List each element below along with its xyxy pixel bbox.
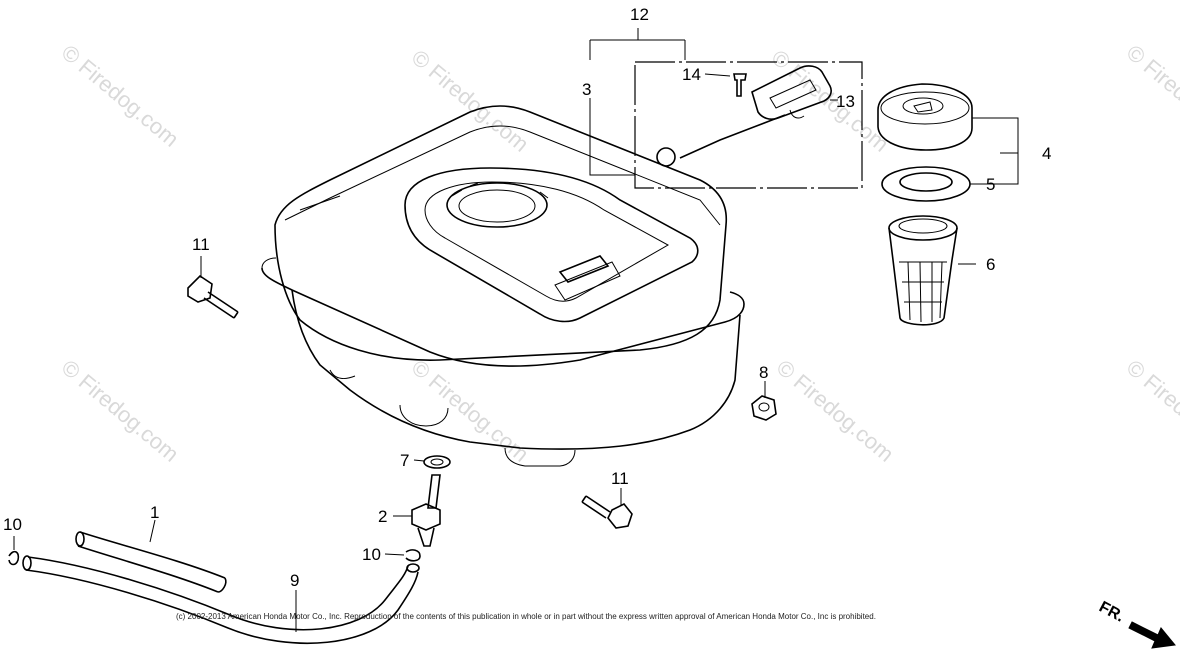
callout-3: 3 (582, 80, 591, 99)
callout-11-upper: 11 (192, 235, 210, 254)
fuel-tube (75, 531, 227, 593)
watermark: © Firedog.com (57, 40, 184, 152)
fuel-cock-washer (423, 455, 451, 469)
leader-lines (13, 117, 1019, 632)
copyright-notice: (c) 2002-2013 American Honda Motor Co., … (176, 612, 876, 621)
watermark: © Firedog.com (407, 355, 534, 467)
callout-7: 7 (400, 451, 409, 470)
watermark: © Firedog.com (1122, 355, 1180, 467)
watermark: © Firedog.com (1122, 40, 1180, 152)
callout-5: 5 (986, 175, 995, 194)
watermark: © Firedog.com (767, 45, 894, 157)
watermark: © Firedog.com (772, 355, 899, 467)
front-label: FR. (1096, 599, 1127, 626)
fuel-cock (411, 474, 441, 547)
callout-1: 1 (150, 503, 159, 522)
callout-14: 14 (682, 65, 701, 84)
callout-2: 2 (378, 507, 387, 526)
callout-4: 4 (1042, 144, 1051, 163)
callout-10-center: 10 (362, 545, 381, 564)
flange-nut (751, 395, 777, 421)
fuel-cap (877, 83, 973, 151)
callout-12: 12 (630, 5, 649, 24)
callout-6: 6 (986, 255, 995, 274)
watermark: © Firedog.com (407, 45, 534, 157)
watermarks: © Firedog.com © Firedog.com © Firedog.co… (57, 40, 1180, 467)
flange-bolt-upper (187, 274, 239, 319)
fuel-strainer (888, 215, 958, 326)
flange-bolt-lower (581, 495, 633, 529)
tube-clip-left (8, 550, 20, 566)
callout-8: 8 (759, 363, 768, 382)
callout-9: 9 (290, 571, 299, 590)
fuel-tank (261, 105, 745, 467)
tube-clip-center (405, 549, 421, 562)
cap-gasket (881, 166, 971, 202)
callout-10-left: 10 (3, 515, 22, 534)
front-direction-indicator: FR. (1096, 599, 1176, 649)
watermark: © Firedog.com (57, 355, 184, 467)
fuel-gauge-assembly (589, 28, 863, 189)
callouts: 1 2 3 4 5 6 7 8 9 10 10 11 11 12 13 14 (3, 5, 1051, 590)
front-arrow-icon (1128, 621, 1176, 649)
callout-13: 13 (836, 92, 855, 111)
fuel-tube-long (22, 555, 420, 644)
callout-11-lower: 11 (611, 469, 629, 488)
